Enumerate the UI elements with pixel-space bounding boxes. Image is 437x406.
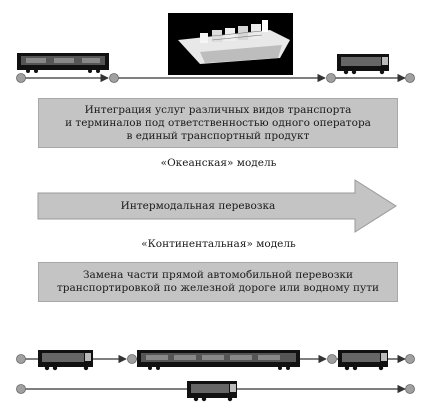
node-circle-icon xyxy=(16,73,26,83)
train-car-icon xyxy=(17,53,109,73)
intermodal-arrow-label: Интермодальная перевозка xyxy=(120,200,276,212)
continental-model-caption: «Континентальная» модель xyxy=(141,238,296,250)
node-circle-icon xyxy=(326,73,336,83)
ocean-model-caption: «Океанская» модель xyxy=(160,157,277,169)
integration-text: Интеграция услуг различных видов транспо… xyxy=(65,103,371,142)
node-circle-icon xyxy=(127,354,137,364)
truck-icon xyxy=(38,350,93,371)
node-circle-icon xyxy=(405,384,415,394)
node-circle-icon xyxy=(16,384,26,394)
truck-icon xyxy=(338,350,388,371)
replacement-box: Замена части прямой автомобильной перево… xyxy=(38,262,398,302)
intermodal-arrow xyxy=(37,179,397,233)
node-circle-icon xyxy=(327,354,337,364)
container-ship-icon xyxy=(168,13,293,75)
node-circle-icon xyxy=(405,73,415,83)
node-circle-icon xyxy=(109,73,119,83)
train-car-icon xyxy=(137,350,300,370)
integration-box: Интеграция услуг различных видов транспо… xyxy=(38,98,398,148)
node-circle-icon xyxy=(16,354,26,364)
replacement-text: Замена части прямой автомобильной перево… xyxy=(56,269,380,294)
truck-icon xyxy=(337,54,389,75)
truck-icon xyxy=(187,381,237,402)
node-circle-icon xyxy=(405,354,415,364)
